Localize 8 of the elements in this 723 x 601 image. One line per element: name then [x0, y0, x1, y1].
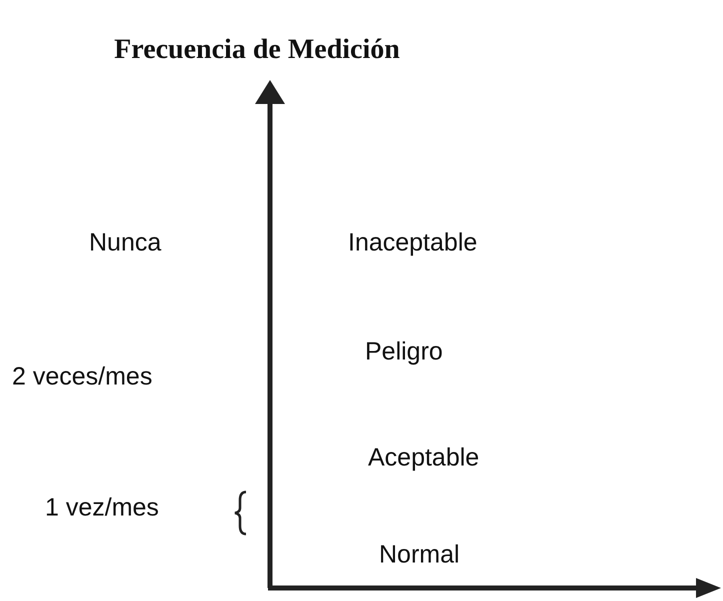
- level-label: Normal: [379, 540, 460, 570]
- level-label: Aceptable: [368, 444, 480, 472]
- frequency-label: Nunca: [89, 228, 162, 258]
- frequency-label: 2 veces/mes: [12, 362, 152, 392]
- level-label: Peligro: [365, 338, 443, 366]
- level-label: Inaceptable: [348, 228, 478, 258]
- title: Frecuencia de Medición: [113, 34, 401, 66]
- frequency-label: 1 vez/mes: [45, 494, 159, 522]
